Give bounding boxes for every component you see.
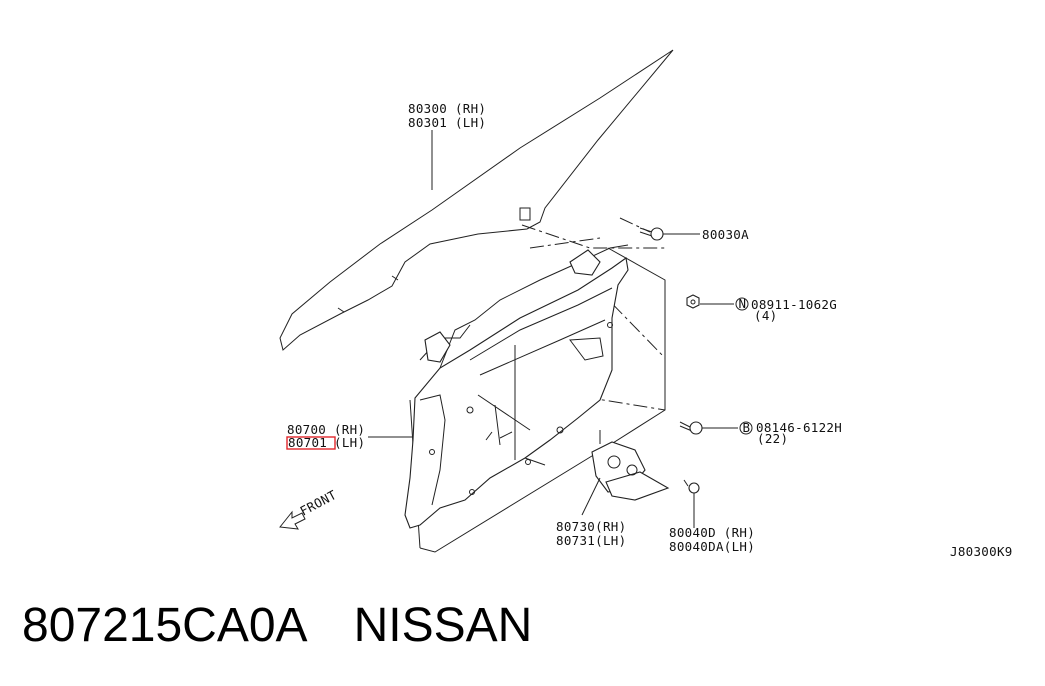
bolt-symbol: B [743,420,751,435]
label-glass-rh: 80300 (RH) [408,101,486,116]
label-regulator-lh-side: (LH) [334,435,365,450]
label-nut-code: 08911-1062G [751,297,837,312]
label-front: FRONT [297,487,339,519]
motor-bolt-icon [683,479,700,512]
diagram-code: J80300K9 [950,544,1013,559]
front-arrow-icon [279,510,306,530]
label-bolt-qty: (22) [757,431,788,446]
label-motor-bolt-lh: 80040DA(LH) [669,539,755,554]
bolt-symbol-circle [739,421,753,435]
bolt-80030a-icon [639,227,664,241]
brand-name: NISSAN [353,599,533,652]
nut-symbol-circle [735,297,749,311]
door-glass [279,49,674,351]
label-glass-lh: 80301 (LH) [408,115,486,130]
label-regulator-lh-number: 80701 [288,435,327,450]
label-nut-qty: (4) [754,308,777,323]
label-bolt-code: 08146-6122H [756,420,842,435]
label-motor-bolt-rh: 80040D (RH) [669,525,755,540]
highlight-box [286,436,336,450]
regulator-motor [591,441,670,501]
nut-icon [686,294,700,309]
bolt-08146-icon [679,421,703,435]
label-80030a: 80030A [702,227,749,242]
nut-symbol: N [739,296,747,311]
label-motor-rh: 80730(RH) [556,519,626,534]
label-motor-lh: 80731(LH) [556,533,626,548]
caption: 807215CA0A NISSAN [22,598,532,653]
label-regulator-rh: 80700 (RH) [287,422,365,437]
leader-motor [581,477,601,516]
window-regulator [404,244,629,529]
parts-diagram: 80300 (RH) 80301 (LH) 80030A N 08911-106… [279,49,1013,559]
part-number: 807215CA0A [22,599,308,652]
